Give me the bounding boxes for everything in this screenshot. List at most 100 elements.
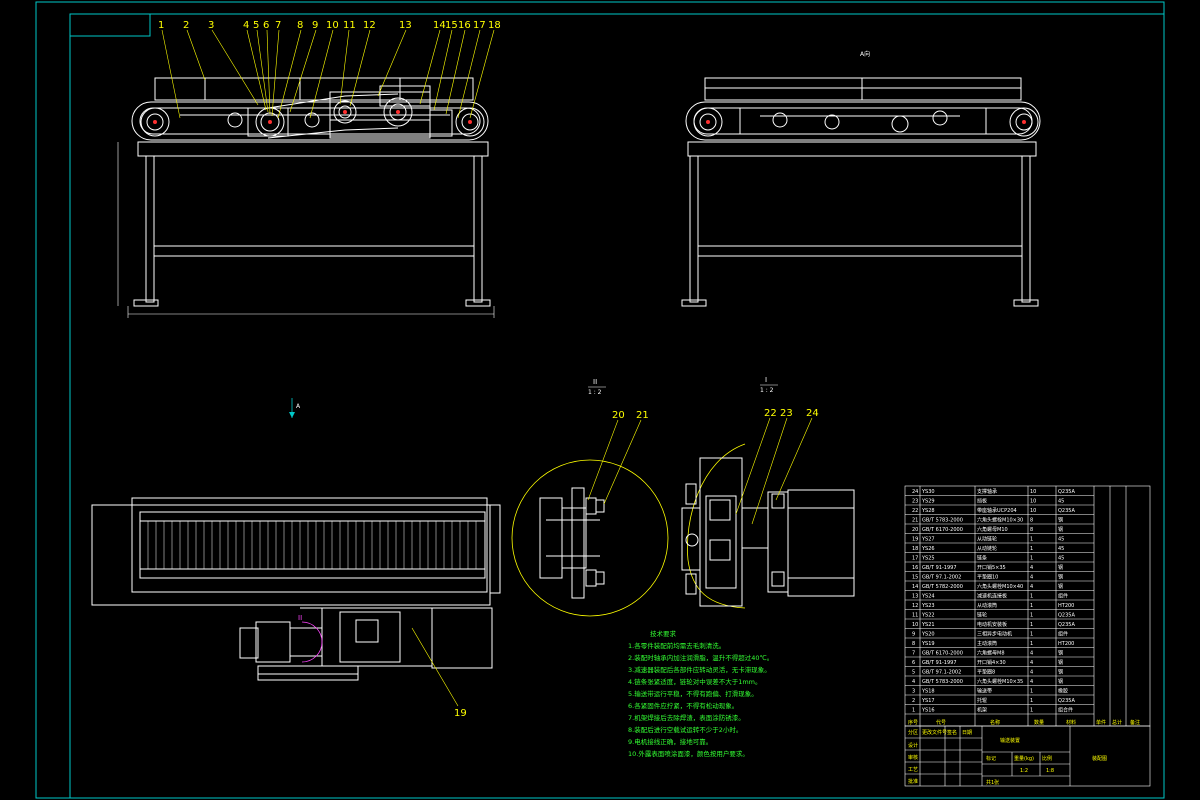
title-zone: 分区 — [908, 729, 918, 736]
bom-cell: Q235A — [1058, 622, 1075, 628]
tech-line-4: 4.链条张紧适度，链轮对中误差不大于1mm。 — [628, 677, 762, 686]
side-view — [681, 77, 1041, 307]
bom-cell: 橡胶 — [1058, 688, 1068, 695]
title-doc: 更改文件号 — [922, 729, 947, 736]
bom-cell: 17 — [912, 556, 918, 562]
bom-cell: GB/T 5783-2000 — [922, 679, 963, 685]
bom-cell: 组件 — [1058, 631, 1068, 638]
plan-view-marker: A — [289, 398, 301, 418]
bom-cell: 1 — [1030, 689, 1033, 695]
bom-cell: 挡板 — [977, 498, 987, 505]
front-view-centers — [153, 110, 472, 124]
callout-17: 17 — [473, 20, 486, 31]
bom-cell: 钢 — [1058, 650, 1063, 657]
bom-cell: 电动机安装板 — [977, 621, 1007, 628]
bom-header-cell: 代号 — [936, 719, 946, 726]
bom-cell: 1 — [1030, 556, 1033, 562]
bom-cell: 45 — [1058, 556, 1064, 562]
callout-7: 7 — [275, 20, 281, 31]
section-i-roman: I — [765, 376, 767, 384]
bom-cell: 10 — [912, 622, 918, 628]
bom-header-cell: 总计 — [1112, 719, 1122, 726]
bom-cell: 链条 — [977, 555, 987, 562]
callout-2: 2 — [183, 20, 189, 31]
section-i-scale: 1 : 2 — [760, 387, 774, 394]
bom-cell: 19 — [912, 537, 918, 543]
front-view — [131, 77, 491, 307]
section-i-callouts: 22 23 24 — [735, 408, 819, 525]
title-name: 输送装置 — [1000, 737, 1020, 744]
bom-cell: 钢 — [1058, 659, 1063, 666]
bom-cell: 1 — [1030, 537, 1033, 543]
bom-cell: 4 — [1030, 651, 1033, 657]
title-block-text: 输送装置 装配图 重量(kg) 比例 标记 1:2 1:8 共1张 分区 更改文… — [908, 729, 1107, 786]
title-row-3: 工艺 — [908, 767, 918, 773]
bom-cell: 1 — [1030, 622, 1033, 628]
sheet-frame — [35, 1, 1165, 799]
front-view-dimensions — [117, 142, 495, 318]
front-view-callouts: 1 2 3 4 5 6 7 8 9 10 11 12 13 14 15 16 1… — [158, 20, 501, 31]
title-scale-label: 比例 — [1042, 755, 1052, 762]
bom-cell: 主动滚筒 — [977, 640, 997, 647]
title-block — [904, 725, 1151, 787]
bom-cell: 组合件 — [1058, 707, 1073, 714]
side-view-centers — [706, 120, 1026, 124]
tech-line-6: 6.各紧固件应拧紧，不得有松动现象。 — [628, 701, 738, 710]
tech-line-5: 5.输送带运行平稳，不得有跑偏、打滑现象。 — [628, 689, 758, 698]
bom-header-cell: 序号 — [908, 719, 918, 726]
bom-cell: 从动滚筒 — [977, 602, 997, 609]
bom-cell: 10 — [1030, 508, 1036, 514]
bom-cell: YS23 — [921, 603, 935, 609]
bom-cell: GB/T 6170-2000 — [922, 651, 963, 657]
bom-cell: YS27 — [921, 537, 935, 543]
bom-cell: 平垫圈8 — [977, 669, 995, 676]
callout-18: 18 — [488, 20, 501, 31]
bom-cell: 20 — [912, 527, 918, 533]
bom-cell: 六角头螺栓M10×40 — [977, 583, 1023, 590]
section-marker-ii: II — [298, 614, 302, 622]
bom-cell: 从动链轮 — [977, 536, 997, 543]
front-view-callout-leaders — [161, 29, 495, 119]
callout-19: 19 — [454, 708, 467, 719]
section-ii-scale: 1 : 2 — [588, 389, 602, 396]
callout-5: 5 — [253, 20, 259, 31]
bom-cell: GB/T 5782-2000 — [922, 584, 963, 590]
bom-cell: 六角螺母M8 — [977, 650, 1005, 657]
callout-14: 14 — [433, 20, 446, 31]
bom-cell: 45 — [1058, 537, 1064, 543]
bom-cell: 链轮 — [977, 612, 987, 619]
bom-cell: 8 — [1030, 527, 1033, 533]
bom-cell: 钢 — [1058, 669, 1063, 676]
bom-cell: 8 — [1030, 518, 1033, 524]
callout-24: 24 — [806, 408, 819, 419]
bom-header-cell: 单件 — [1096, 719, 1106, 726]
bom-cell: 六角头螺栓M10×30 — [977, 517, 1023, 524]
callout-15: 15 — [445, 20, 458, 31]
bom-cell: YS16 — [921, 708, 935, 714]
bom-cell: 2 — [912, 698, 915, 704]
plan-view-marker-label: A — [296, 403, 301, 410]
bom-cell: Q235A — [1058, 508, 1075, 514]
bom-cell: 1 — [1030, 546, 1033, 552]
bom-cell: 1 — [1030, 594, 1033, 600]
bom-cell: 16 — [912, 565, 918, 571]
callout-11: 11 — [343, 20, 356, 31]
plan-view-section-marker: II — [298, 614, 323, 663]
bom-header-cell: 数量 — [1034, 719, 1044, 726]
tech-line-7: 7.机架焊接后去除焊渣，表面涂防锈漆。 — [628, 713, 745, 722]
bom-cell: GB/T 97.1-2002 — [922, 575, 961, 581]
section-i-view — [681, 443, 855, 609]
bom-cell: 开口销5×35 — [977, 564, 1006, 571]
title-drawing-no: 装配图 — [1092, 755, 1107, 762]
bom-cell: 组件 — [1058, 593, 1068, 600]
bom-cell: 1 — [1030, 613, 1033, 619]
bom-cell: 钢 — [1058, 564, 1063, 571]
section-i-header: I 1 : 2 — [760, 376, 778, 394]
bom-cell: 1 — [1030, 641, 1033, 647]
bom-cell: 减速机连接板 — [977, 593, 1007, 600]
title-scale: 1:2 — [1020, 768, 1028, 774]
callout-12: 12 — [363, 20, 376, 31]
title-weight-label: 重量(kg) — [1014, 755, 1034, 762]
